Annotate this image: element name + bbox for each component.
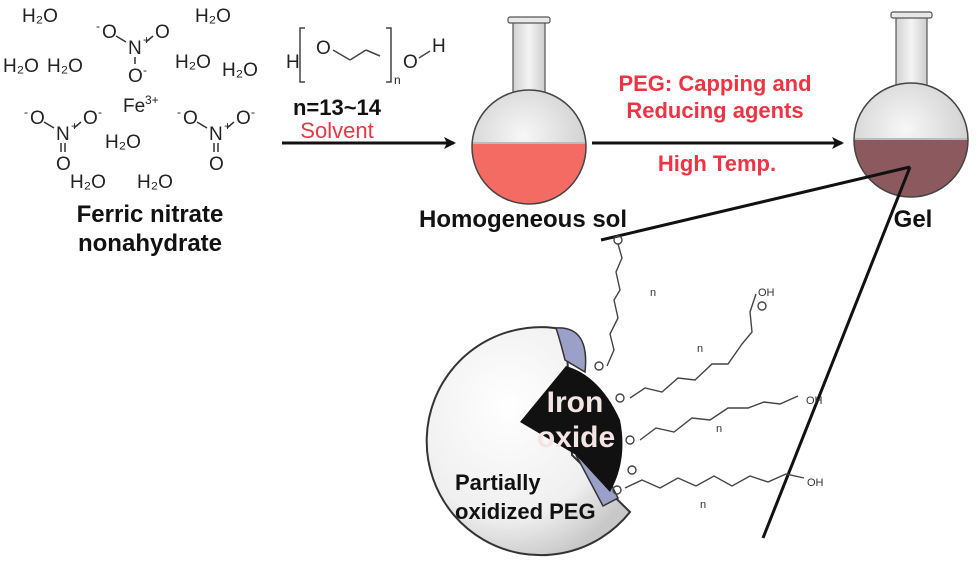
peg-shell (425, 326, 632, 557)
chain-terminal-oh: OH (758, 287, 775, 299)
svg-text:-: - (177, 105, 181, 119)
condition-label: High Temp. (658, 151, 776, 176)
shell-label-line1: Partially (455, 470, 541, 495)
peg-structure: H O n O H (286, 27, 446, 87)
nanoparticle (425, 326, 632, 557)
n-value-label: n=13~14 (293, 95, 382, 120)
svg-text:Fe: Fe (123, 96, 145, 117)
flask-homogeneous-sol (471, 16, 587, 205)
chain-subscript: n (716, 423, 722, 435)
peg-chains (594, 235, 805, 495)
svg-text:-: - (251, 105, 255, 119)
water-molecule: H₂O (137, 172, 173, 193)
svg-text:+: + (143, 33, 150, 47)
svg-text:+: + (224, 119, 231, 133)
svg-text:O: O (155, 22, 170, 43)
iron-ion: Fe 3+ (123, 93, 159, 117)
water-molecule: H₂O (3, 56, 39, 77)
svg-text:O: O (209, 154, 224, 175)
zoom-line-lower (761, 166, 912, 539)
sol-liquid (472, 143, 586, 204)
peg-chain (639, 395, 799, 441)
water-molecule: H₂O (47, 56, 83, 77)
svg-text:-: - (96, 19, 100, 33)
nitrate-ion-left: - O N + O - O (24, 105, 102, 175)
svg-text:O: O (30, 108, 45, 129)
water-molecule: H₂O (175, 52, 211, 73)
svg-text:n: n (394, 73, 401, 87)
water-molecule: H₂O (70, 172, 106, 193)
step2-line2: Reducing agents (626, 98, 803, 123)
solvent-label: Solvent (300, 118, 373, 143)
chain-subscript: n (650, 287, 656, 299)
water-molecule: H₂O (105, 132, 141, 153)
chain-subscript: n (700, 499, 706, 511)
svg-text:O: O (403, 52, 418, 73)
chain-terminal-oh: OH (806, 395, 823, 407)
reactant-label-line1: Ferric nitrate (77, 201, 224, 228)
svg-text:N: N (128, 38, 142, 59)
svg-text:N: N (56, 124, 70, 145)
step2-line1: PEG: Capping and (618, 71, 811, 96)
svg-text:H: H (432, 36, 446, 57)
flask-gel (853, 11, 969, 198)
svg-text:H: H (286, 52, 300, 73)
svg-text:O: O (183, 108, 198, 129)
svg-text:N: N (209, 124, 223, 145)
svg-text:+: + (71, 119, 78, 133)
zoom-line-upper (600, 165, 911, 242)
peg-chain (606, 243, 623, 367)
reactant-label-line2: nonahydrate (78, 230, 222, 257)
core-label-line1: Iron (547, 386, 604, 419)
core-label-line2: oxide (537, 421, 615, 454)
water-molecule: H₂O (222, 60, 258, 81)
chain-subscript: n (697, 343, 703, 355)
svg-text:-: - (24, 105, 28, 119)
water-molecule: H₂O (22, 6, 58, 27)
nitrate-ion-right: - O N + O - O (177, 105, 255, 175)
chain-terminal-oh: OH (807, 477, 824, 489)
svg-text:O: O (128, 66, 143, 87)
water-molecule: H₂O (195, 6, 231, 27)
cut-face-top (554, 327, 587, 374)
flask2-label: Gel (894, 206, 933, 233)
svg-text:3+: 3+ (145, 93, 159, 107)
svg-text:O: O (83, 108, 98, 129)
peg-chain (624, 473, 805, 489)
svg-text:O: O (56, 154, 71, 175)
nitrate-ion-top: - O N + O O - (96, 19, 170, 87)
svg-text:-: - (98, 105, 102, 119)
flask1-label: Homogeneous sol (419, 206, 627, 233)
svg-text:-: - (143, 63, 147, 77)
svg-text:O: O (236, 108, 251, 129)
svg-text:O: O (102, 22, 117, 43)
svg-text:O: O (316, 38, 331, 59)
ferric-nitrate-structure: H₂O H₂O H₂O H₂O H₂O H₂O H₂O H₂O H₂O - O … (3, 6, 258, 193)
shell-label-line2: oxidized PEG (455, 499, 596, 524)
peg-chain (629, 293, 757, 399)
